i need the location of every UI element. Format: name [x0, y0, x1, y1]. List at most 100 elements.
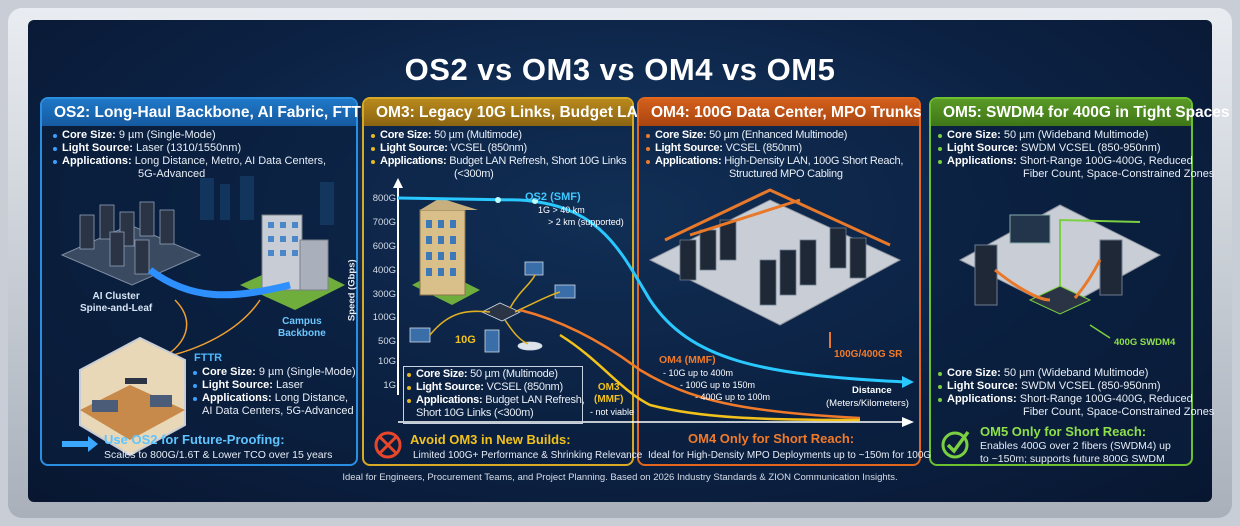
- label: Applications:: [202, 392, 272, 404]
- label: Core Size:: [416, 368, 468, 380]
- os2-curve-arrow: [902, 376, 914, 388]
- om3-heading: OM3: Legacy 10G Links, Budget LAN: [364, 99, 649, 126]
- os2-note: 1G > 40 km: [538, 205, 585, 215]
- os2-app: Long Distance, Metro, AI Data Centers,: [134, 155, 327, 167]
- label: Applications:: [380, 155, 447, 167]
- y-tick: 10G: [378, 356, 396, 367]
- sr-label: 100G/400G SR: [834, 349, 903, 360]
- om4-callout-text: Ideal for High-Density MPO Deployments u…: [648, 450, 932, 461]
- label: Core Size:: [202, 366, 256, 378]
- om5-callout-title: OM5 Only for Short Reach:: [980, 424, 1147, 439]
- os2-app-cont: 5G-Advanced: [138, 168, 206, 180]
- om3-specs: Core Size: 50 µm (Multimode) Light Sourc…: [370, 129, 632, 181]
- page-title: OS2 vs OM3 vs OM4 vs OM5: [404, 52, 836, 87]
- fttr-specs: Core Size: 9 µm (Single-Mode) Light Sour…: [192, 366, 357, 418]
- t: Enables 400G over 2 fibers (SWDM4) up: [980, 440, 1171, 452]
- t: OM3: [597, 382, 620, 393]
- label: Applications:: [655, 155, 722, 167]
- os2-series-label: OS2 (SMF): [525, 191, 581, 203]
- om3-core: 50 µm (Multimode): [434, 129, 522, 141]
- t: Short-Range 100G-400G, Reduced: [1019, 393, 1193, 405]
- om3-callout-text: Limited 100G+ Performance & Shrinking Re…: [413, 450, 643, 461]
- om5-light: SWDM VCSEL (850-950nm): [1020, 142, 1161, 154]
- label: Light Source:: [380, 142, 448, 154]
- ai-cluster-illustration: [60, 201, 202, 286]
- os2-curve-point: [495, 197, 501, 203]
- label: Light Source:: [655, 142, 723, 154]
- swdm-label: 400G SWDM4: [1114, 337, 1176, 348]
- label: Core Size:: [947, 129, 1001, 141]
- om4-callout-title: OM4 Only for Short Reach:: [688, 431, 855, 446]
- t: to ~150m; supports future 800G SWDM: [980, 453, 1165, 465]
- t: SWDM VCSEL (850-950nm): [1020, 380, 1161, 392]
- lan-links: [429, 274, 561, 345]
- t: Short 10G Links (<300m): [416, 407, 534, 419]
- fttr-app: Long Distance,: [274, 392, 349, 404]
- os2-note: > 2 km (supported): [548, 217, 624, 227]
- om3-light: VCSEL (850nm): [450, 142, 527, 154]
- arrow-right-icon: [62, 436, 98, 452]
- label: Core Size:: [655, 129, 707, 141]
- fttr-light: Laser: [275, 379, 304, 391]
- y-tick: 300G: [372, 289, 396, 300]
- fttr-app-cont: AI Data Centers, 5G-Advanced: [202, 405, 354, 417]
- t: Campus: [282, 316, 322, 327]
- x-axis-unit: (Meters/Kilometers): [826, 398, 909, 409]
- label: Light Source:: [947, 142, 1018, 154]
- t: Budget LAN Refresh,: [485, 394, 585, 406]
- t: VCSEL (850nm): [486, 381, 563, 393]
- 10g-label: 10G: [455, 334, 476, 346]
- om4-note: - 400G up to 100m: [695, 392, 771, 402]
- om3-curve: [559, 333, 861, 422]
- y-tick: 100G: [372, 312, 396, 323]
- os2-core: 9 µm (Single-Mode): [118, 129, 216, 141]
- y-tick: 800G: [372, 193, 396, 204]
- label: Applications:: [416, 394, 483, 406]
- os2-callout-text: Scales to 800G/1.6T & Lower TCO over 15 …: [104, 449, 333, 461]
- om3-app: Budget LAN Refresh, Short 10G Links: [449, 155, 627, 167]
- y-tick: 50G: [378, 336, 396, 347]
- avoid-x-icon: [374, 431, 402, 459]
- om4-series-label: OM4 (MMF): [659, 354, 716, 366]
- label: Core Size:: [62, 129, 116, 141]
- om5-app: Short-Range 100G-400G, Reduced: [1019, 155, 1193, 167]
- fttr-title: FTTR: [194, 352, 223, 364]
- backbone-fiber: [147, 267, 291, 299]
- om5-specs: Core Size: 50 µm (Wideband Multimode) Li…: [937, 129, 1215, 181]
- om4-app-cont: Structured MPO Cabling: [729, 168, 843, 180]
- om3-inner-box: [403, 366, 583, 424]
- om4-app: High-Density LAN, 100G Short Reach,: [724, 155, 904, 167]
- om4-light: VCSEL (850nm): [725, 142, 802, 154]
- label: Applications:: [62, 155, 132, 167]
- om4-note: - 100G up to 150m: [680, 380, 756, 390]
- t: 50 µm (Wideband Multimode): [1003, 367, 1149, 379]
- fttr-core: 9 µm (Single-Mode): [258, 366, 356, 378]
- t: Spine-and-Leaf: [80, 303, 153, 314]
- lan-devices-illustration: [409, 261, 576, 353]
- om5-core: 50 µm (Wideband Multimode): [1003, 129, 1149, 141]
- label: Core Size:: [380, 129, 432, 141]
- om5-heading: OM5: SWDM4 for 400G in Tight Spaces: [931, 99, 1230, 126]
- om3-app-cont: (<300m): [454, 168, 494, 180]
- t: Fiber Count, Space-Constrained Zones: [1023, 406, 1215, 418]
- x-axis-label: Distance: [852, 385, 892, 396]
- om4-core: 50 µm (Enhanced Multimode): [709, 129, 848, 141]
- os2-curve-point: [532, 198, 538, 204]
- office-building-illustration: [412, 198, 480, 305]
- om3-panel: OM3: Legacy 10G Links, Budget LAN: [362, 97, 649, 466]
- label: Applications:: [947, 393, 1017, 405]
- os2-curve: [397, 196, 906, 384]
- om4-heading: OM4: 100G Data Center, MPO Trunks: [639, 99, 921, 126]
- os2-specs: Core Size: 9 µm (Single-Mode) Light Sour…: [52, 129, 352, 181]
- data-center-illustration: [648, 188, 902, 348]
- label: Core Size:: [947, 367, 1001, 379]
- om5-app-cont: Fiber Count, Space-Constrained Zones: [1023, 168, 1215, 180]
- label: Applications:: [947, 155, 1017, 167]
- t: (MMF): [594, 394, 624, 405]
- footer-note: Ideal for Engineers, Procurement Teams, …: [342, 472, 898, 483]
- om4-panel: OM4: 100G Data Center, MPO Trunks: [637, 97, 921, 466]
- om4-note: - 10G up to 400m: [663, 368, 734, 378]
